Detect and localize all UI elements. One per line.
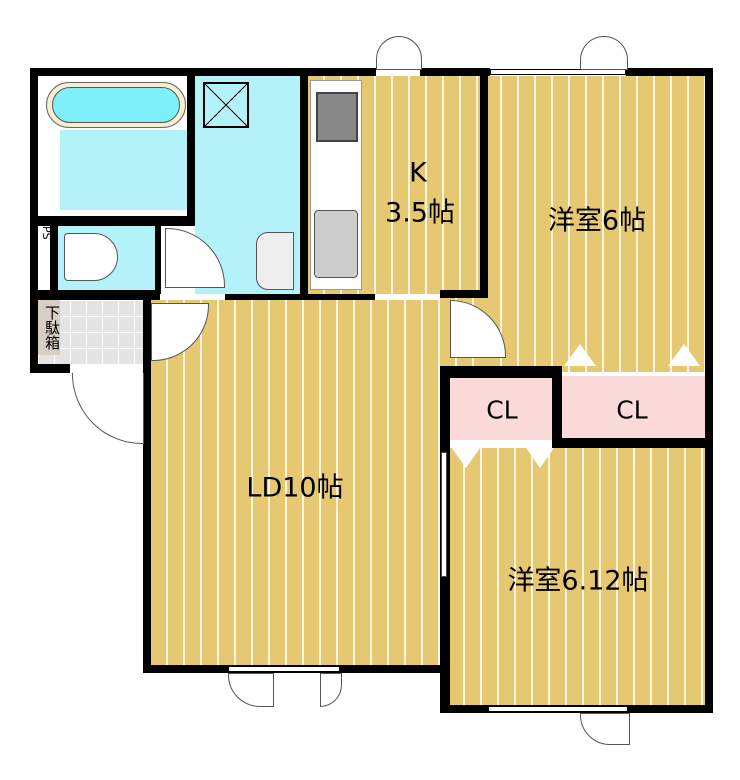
wall — [552, 438, 713, 448]
wall — [30, 68, 376, 76]
closet-door-marker[interactable] — [564, 344, 596, 366]
wall — [626, 68, 713, 76]
wall — [552, 366, 562, 446]
washbasin-icon — [256, 232, 294, 290]
shoe-box-label: 下駄箱 — [43, 305, 61, 350]
window — [490, 69, 626, 75]
entrance-door[interactable] — [72, 373, 144, 444]
closet-1 — [450, 378, 552, 440]
wall — [420, 68, 490, 76]
wall — [30, 364, 70, 373]
kitchen-name: K — [409, 157, 427, 189]
ventilation-icon — [203, 82, 249, 128]
wall — [480, 68, 488, 298]
ld-window-door[interactable] — [320, 673, 342, 707]
kitchen-exterior-door[interactable] — [376, 36, 422, 70]
closet-door-marker[interactable] — [452, 448, 480, 468]
wall — [705, 68, 713, 713]
wall — [155, 226, 161, 294]
toilet-icon — [64, 233, 118, 281]
closet-2 — [562, 376, 705, 438]
living-dining-label: LD10帖 — [246, 472, 344, 504]
western-room-1 — [485, 76, 705, 372]
bedroom1-exterior-door[interactable] — [580, 36, 628, 70]
window — [228, 666, 340, 672]
bedroom2-window-door[interactable] — [580, 713, 630, 745]
wall — [30, 290, 160, 300]
living-dining — [151, 300, 441, 666]
closet-2-label: CL — [616, 395, 648, 425]
pipe-space-label: PS — [40, 226, 50, 240]
sliding-door — [441, 452, 447, 577]
closet-door-marker[interactable] — [526, 448, 554, 468]
wall — [38, 216, 195, 226]
window — [488, 706, 628, 712]
stove-icon — [316, 92, 358, 142]
wall — [50, 226, 58, 294]
kitchen-size: 3.5帖 — [385, 197, 455, 229]
closet-door-marker[interactable] — [668, 344, 700, 366]
wall — [440, 290, 488, 298]
wall — [440, 366, 562, 378]
western-room-1-label: 洋室6帖 — [547, 205, 647, 237]
closet-1-label: CL — [486, 395, 518, 425]
bath-floor — [60, 130, 190, 210]
wall — [225, 294, 375, 300]
sink-icon — [314, 210, 358, 278]
wall — [300, 68, 308, 298]
wall — [30, 68, 38, 373]
bathtub-water — [52, 87, 180, 123]
pipe-space: PS — [38, 226, 50, 290]
wall — [143, 300, 151, 673]
shoe-box: 下駄箱 — [38, 300, 61, 355]
western-room-2-label: 洋室6.12帖 — [507, 565, 649, 597]
ld-window-door[interactable] — [228, 673, 274, 707]
western-room-2 — [448, 448, 705, 706]
wall — [187, 76, 195, 226]
